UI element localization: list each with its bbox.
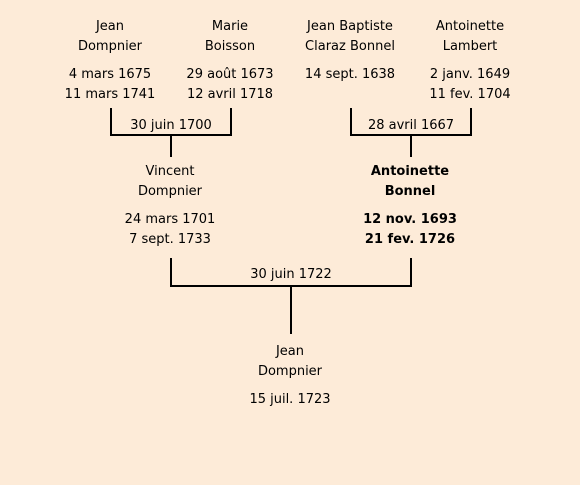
marriage-date: 30 juin 1700 [130,118,212,133]
person-jean-baptiste-claraz-bonnel[interactable]: Jean Baptiste Claraz Bonnel 14 sept. 163… [285,17,415,85]
last-name: Bonnel [384,184,436,199]
person-dates: 15 juil. 1723 [225,390,355,410]
last-name: Claraz Bonnel [305,39,395,54]
person-dates: 29 août 1673 12 avril 1718 [165,65,295,105]
connector-line [110,134,232,136]
last-name: Lambert [442,39,498,54]
person-jean-dompnier-grandfather[interactable]: Jean Dompnier 4 mars 1675 11 mars 1741 [45,17,175,105]
birth-date: 24 mars 1701 [124,212,216,227]
connector-line [410,136,412,157]
connector-line [470,108,472,136]
person-dates: 4 mars 1675 11 mars 1741 [45,65,175,105]
person-name: Vincent Dompnier [105,162,235,202]
birth-date: 2 janv. 1649 [429,67,511,82]
connector-line [290,287,292,334]
last-name: Dompnier [257,364,323,379]
connector-line [410,258,412,287]
person-name: Marie Boisson [165,17,295,57]
connector-line [350,108,352,136]
person-vincent-dompnier[interactable]: Vincent Dompnier 24 mars 1701 7 sept. 17… [105,162,235,250]
first-name: Antoinette [370,164,450,179]
death-date: 12 avril 1718 [186,87,274,102]
first-name: Vincent [145,164,195,179]
connector-line [170,285,412,287]
last-name: Dompnier [77,39,143,54]
person-jean-dompnier-child[interactable]: Jean Dompnier 15 juil. 1723 [225,342,355,410]
person-name: Jean Dompnier [225,342,355,382]
person-name: Jean Dompnier [45,17,175,57]
birth-date: 29 août 1673 [186,67,274,82]
first-name: Marie [211,19,249,34]
person-antoinette-bonnel[interactable]: Antoinette Bonnel 12 nov. 1693 21 fev. 1… [345,162,475,250]
first-name: Jean [275,344,305,359]
connector-line [350,134,472,136]
person-dates: 24 mars 1701 7 sept. 1733 [105,210,235,250]
marriage-date: 30 juin 1722 [250,267,332,282]
last-name: Dompnier [137,184,203,199]
first-name: Jean [95,19,125,34]
birth-date: 14 sept. 1638 [304,67,396,82]
connector-line [170,258,172,287]
connector-line [110,108,112,136]
person-name: Antoinette Bonnel [345,162,475,202]
person-dates: 12 nov. 1693 21 fev. 1726 [345,210,475,250]
person-name: Jean Baptiste Claraz Bonnel [285,17,415,57]
connector-line [230,108,232,136]
person-name: Antoinette Lambert [405,17,535,57]
last-name: Boisson [204,39,256,54]
person-antoinette-lambert[interactable]: Antoinette Lambert 2 janv. 1649 11 fev. … [405,17,535,105]
person-marie-boisson[interactable]: Marie Boisson 29 août 1673 12 avril 1718 [165,17,295,105]
birth-date: 4 mars 1675 [68,67,152,82]
person-dates: 2 janv. 1649 11 fev. 1704 [405,65,535,105]
death-date: 7 sept. 1733 [129,232,211,247]
death-date: 21 fev. 1726 [364,232,456,247]
death-date: 11 mars 1741 [64,87,156,102]
marriage-date: 28 avril 1667 [367,118,455,133]
person-dates: 14 sept. 1638 [285,65,415,85]
connector-line [170,136,172,157]
death-date: 11 fev. 1704 [429,87,511,102]
first-name: Antoinette [435,19,505,34]
first-name: Jean Baptiste [307,19,393,34]
birth-date: 15 juil. 1723 [249,392,331,407]
birth-date: 12 nov. 1693 [363,212,457,227]
